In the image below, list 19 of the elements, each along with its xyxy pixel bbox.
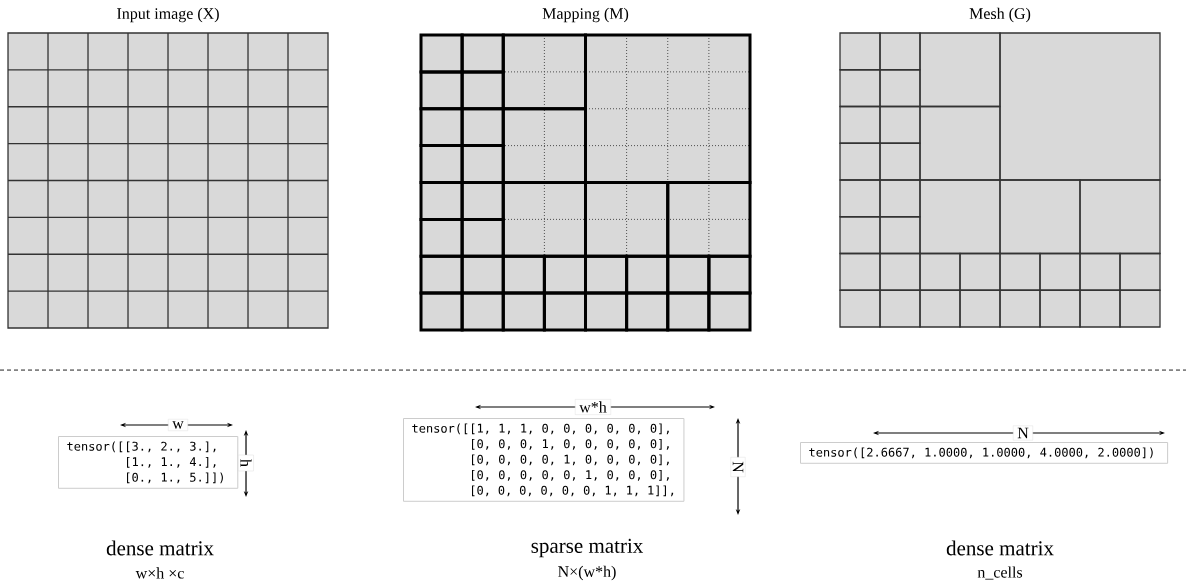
code-box: tensor([[3., 2., 3.], [1., 1., 4.], [0., 1., 5.]]) [58, 436, 239, 489]
code-box: tensor([[1, 1, 1, 0, 0, 0, 0, 0, 0], [0, 0, 0, 1, 0, 0, 0, 0, 0], [0, 0, 0, 0, 1, 0, 0, 0, 0], [0, 0, 0, 0, 0, 1, 0, 0, 0], [0, 0, 0, 0, 0, 0, 1, 1, 1]], [403, 418, 685, 502]
node-label: Mesh (G) [969, 7, 1031, 23]
dimension-label: h [238, 454, 254, 472]
node-label: sparse matrix [531, 538, 644, 558]
node-label: Mapping (M) [542, 7, 629, 23]
node-label: n_cells [977, 566, 1023, 580]
mesh-grid: Mesh (G) [839, 7, 1161, 328]
mapping-grid: Mapping (M) [419, 7, 752, 332]
node-label: dense matrix [106, 540, 214, 556]
node-label: N×(w*h) [558, 565, 616, 581]
node-label: w×h ×c [135, 567, 184, 579]
dimension-label: w*h [575, 399, 611, 415]
node-label: Input image (X) [117, 7, 219, 23]
dimension-label: w [168, 419, 188, 431]
dimension-label: N [1013, 425, 1033, 441]
dimension-label: N [730, 457, 746, 477]
node-label: dense matrix [946, 540, 1054, 556]
pixel-grid: Input image (X) [7, 7, 329, 329]
